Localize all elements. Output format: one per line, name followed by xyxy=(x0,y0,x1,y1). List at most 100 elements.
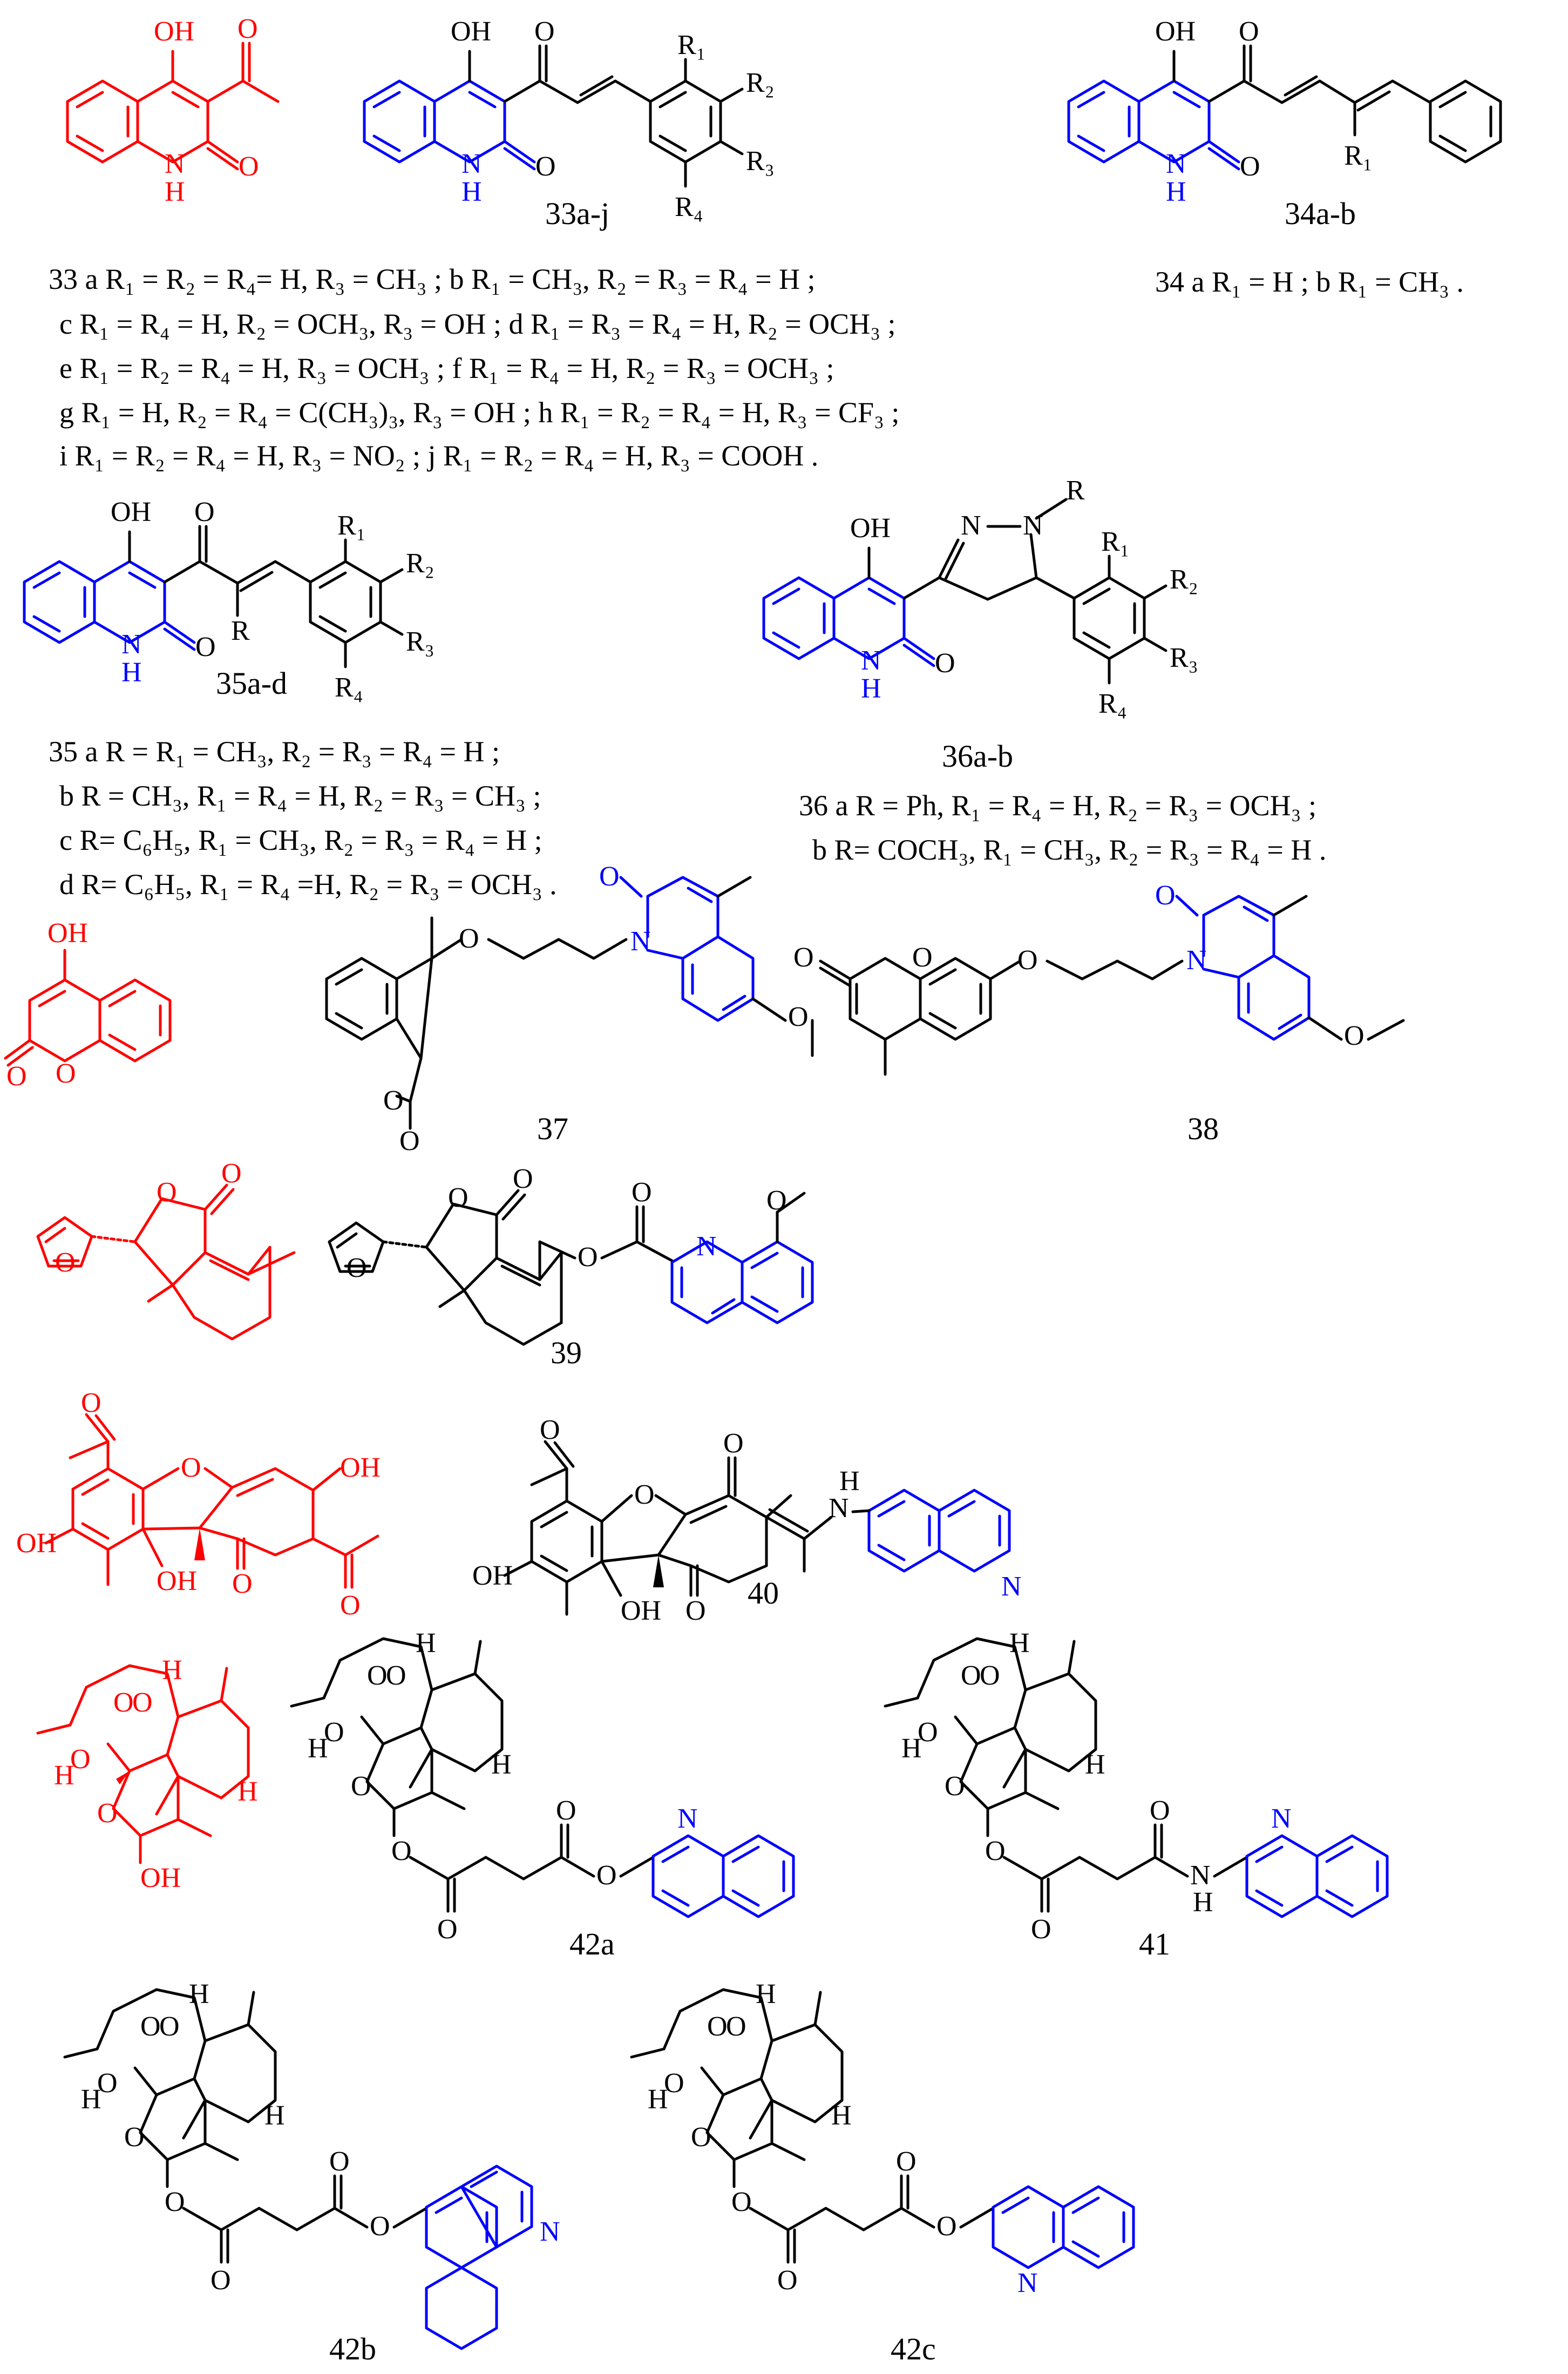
atom-label: O xyxy=(685,1595,706,1626)
atom-label: H xyxy=(162,1655,182,1686)
atom-label: OH xyxy=(621,1595,661,1626)
caption-line: b R = CH₃, R₁ = R₄ = H, R₂ = R₃ = CH₃ ; xyxy=(59,780,541,812)
substituent-label: R₃ xyxy=(746,146,775,177)
caption-line: b R= COCH₃, R₁ = CH₃, R₂ = R₃ = R₄ = H . xyxy=(812,834,1326,866)
caption-line: c R= C₆H₅, R₁ = CH₃, R₂ = R₃ = R₄ = H ; xyxy=(59,824,542,856)
atom-label: O xyxy=(329,2146,350,2177)
atom-label: O xyxy=(664,2068,684,2099)
atom-label: N xyxy=(540,2216,560,2247)
atom-label: N xyxy=(861,645,881,676)
atom-label: O xyxy=(239,151,259,182)
precursor-furan-lactone: O O O xyxy=(36,1158,296,1341)
caption-line: g R₁ = H, R₂ = R₄ = C(CH₃)₃, R₃ = OH ; h… xyxy=(59,396,899,429)
atom-label: O xyxy=(391,1836,412,1866)
atom-label: H xyxy=(165,177,185,207)
atom-label: O xyxy=(159,2011,180,2042)
atom-label: OH xyxy=(16,1528,57,1559)
precursor-dihydroartemisinin: O O O O H H H OH xyxy=(36,1655,258,1893)
atom-label: O xyxy=(540,1415,560,1445)
atom-label: O xyxy=(596,1860,617,1891)
atom-label: O xyxy=(370,2211,390,2242)
atom-label: O xyxy=(165,2187,185,2217)
substituent-label: R₄ xyxy=(1098,688,1127,719)
atom-label: O xyxy=(788,1002,809,1032)
substituent-label: R₁ xyxy=(677,30,706,60)
atom-label: O xyxy=(896,2146,917,2177)
atom-label: O xyxy=(1240,151,1260,182)
atom-label: OH xyxy=(111,497,151,527)
atom-label: O xyxy=(157,1177,177,1208)
caption-35-substituents: 35 a R = R₁ = CH₃, R₂ = R₃ = R₄ = H ; b … xyxy=(49,735,557,901)
atom-label: O xyxy=(347,1253,367,1283)
atom-label: O xyxy=(534,16,555,47)
atom-label: H xyxy=(756,1979,776,2010)
atom-label: H xyxy=(1009,1628,1030,1659)
atom-label: O xyxy=(985,1836,1006,1866)
substituent-label: R₄ xyxy=(675,192,703,222)
compound-label: 38 xyxy=(1187,1111,1219,1146)
atom-label: O xyxy=(351,1771,371,1802)
atom-label: O xyxy=(634,1479,655,1510)
substituent-label: R₁ xyxy=(1344,140,1373,171)
compound-label: 39 xyxy=(551,1335,582,1370)
compound-34-structure: OH O O N H R₁ 34a-b xyxy=(1067,16,1502,231)
precursor-4-hydroxycoumarin: OH O O xyxy=(4,918,172,1092)
caption-line: 35 a R = R₁ = CH₃, R₂ = R₃ = R₄ = H ; xyxy=(49,735,500,768)
atom-label: H xyxy=(861,673,881,704)
substituent-label: R₁ xyxy=(337,510,366,541)
compound-label: 42c xyxy=(891,2331,936,2366)
atom-label: O xyxy=(726,2011,746,2042)
substituent-label: R xyxy=(231,616,250,646)
atom-label: H xyxy=(81,2084,101,2115)
atom-label: O xyxy=(535,151,556,182)
atom-label: O xyxy=(132,1687,153,1718)
atom-label: N xyxy=(1023,510,1043,541)
atom-label: N xyxy=(630,926,651,957)
atom-label: O xyxy=(194,497,215,527)
atom-label: O xyxy=(367,1660,388,1691)
atom-label: O xyxy=(691,2122,711,2153)
atom-label: O xyxy=(777,2265,798,2296)
atom-label: H xyxy=(1166,177,1186,207)
atom-label: O xyxy=(113,1687,134,1718)
atom-label: O xyxy=(513,1164,533,1194)
atom-label: O xyxy=(195,632,216,662)
compound-33-structure: OH O O N H R₁ R₂ R₃ R₄ 33a-j xyxy=(363,16,775,231)
atom-label: O xyxy=(459,923,479,954)
atom-label: OH xyxy=(340,1452,381,1483)
compound-42a-structure: O O O O O O O O H H H N 42a xyxy=(290,1628,795,1962)
atom-label: O xyxy=(1344,1020,1365,1051)
compound-42c-structure: O O O O O O O O H H H N 42c xyxy=(630,1979,1135,2366)
atom-label: H xyxy=(264,2100,285,2131)
caption-34-substituents: 34 a R₁ = H ; b R₁ = CH₃ . xyxy=(1155,266,1464,298)
caption-line: 36 a R = Ph, R₁ = R₄ = H, R₂ = R₃ = OCH₃… xyxy=(799,789,1316,822)
atom-label: N xyxy=(1271,1803,1292,1834)
atom-label: O xyxy=(1239,16,1259,47)
atom-label: H xyxy=(648,2084,668,2115)
compound-36-structure: OH N N R O N H R₁ R₂ R₃ R₄ 36a-b xyxy=(762,475,1198,774)
atom-label: N xyxy=(461,148,482,179)
atom-label: H xyxy=(54,1760,74,1791)
atom-label: H xyxy=(237,1776,258,1807)
substituent-label: R₂ xyxy=(746,67,775,98)
atom-label: H xyxy=(121,657,142,688)
atom-label: O xyxy=(140,2011,161,2042)
atom-label: O xyxy=(578,1242,598,1273)
atom-label: O xyxy=(97,2068,118,2099)
caption-line: 34 a R₁ = H ; b R₁ = CH₃ . xyxy=(1155,266,1464,298)
compound-label: 41 xyxy=(1139,1926,1170,1962)
caption-36-substituents: 36 a R = Ph, R₁ = R₄ = H, R₂ = R₃ = OCH₃… xyxy=(799,789,1326,866)
compound-label: 34a-b xyxy=(1285,196,1356,231)
atom-label: O xyxy=(181,1452,201,1483)
atom-label: O xyxy=(707,2011,728,2042)
compound-label: 42a xyxy=(569,1926,615,1962)
atom-label: H xyxy=(189,1979,209,2010)
atom-label: N xyxy=(829,1493,849,1524)
atom-label: O xyxy=(211,2265,231,2296)
atom-label: O xyxy=(97,1798,118,1829)
atom-label: O xyxy=(632,1177,652,1208)
compound-label: 40 xyxy=(748,1575,779,1611)
caption-line: 33 a R₁ = R₂ = R₄= H, R₃ = CH₃ ; b R₁ = … xyxy=(49,263,816,295)
atom-label: O xyxy=(383,1085,404,1116)
